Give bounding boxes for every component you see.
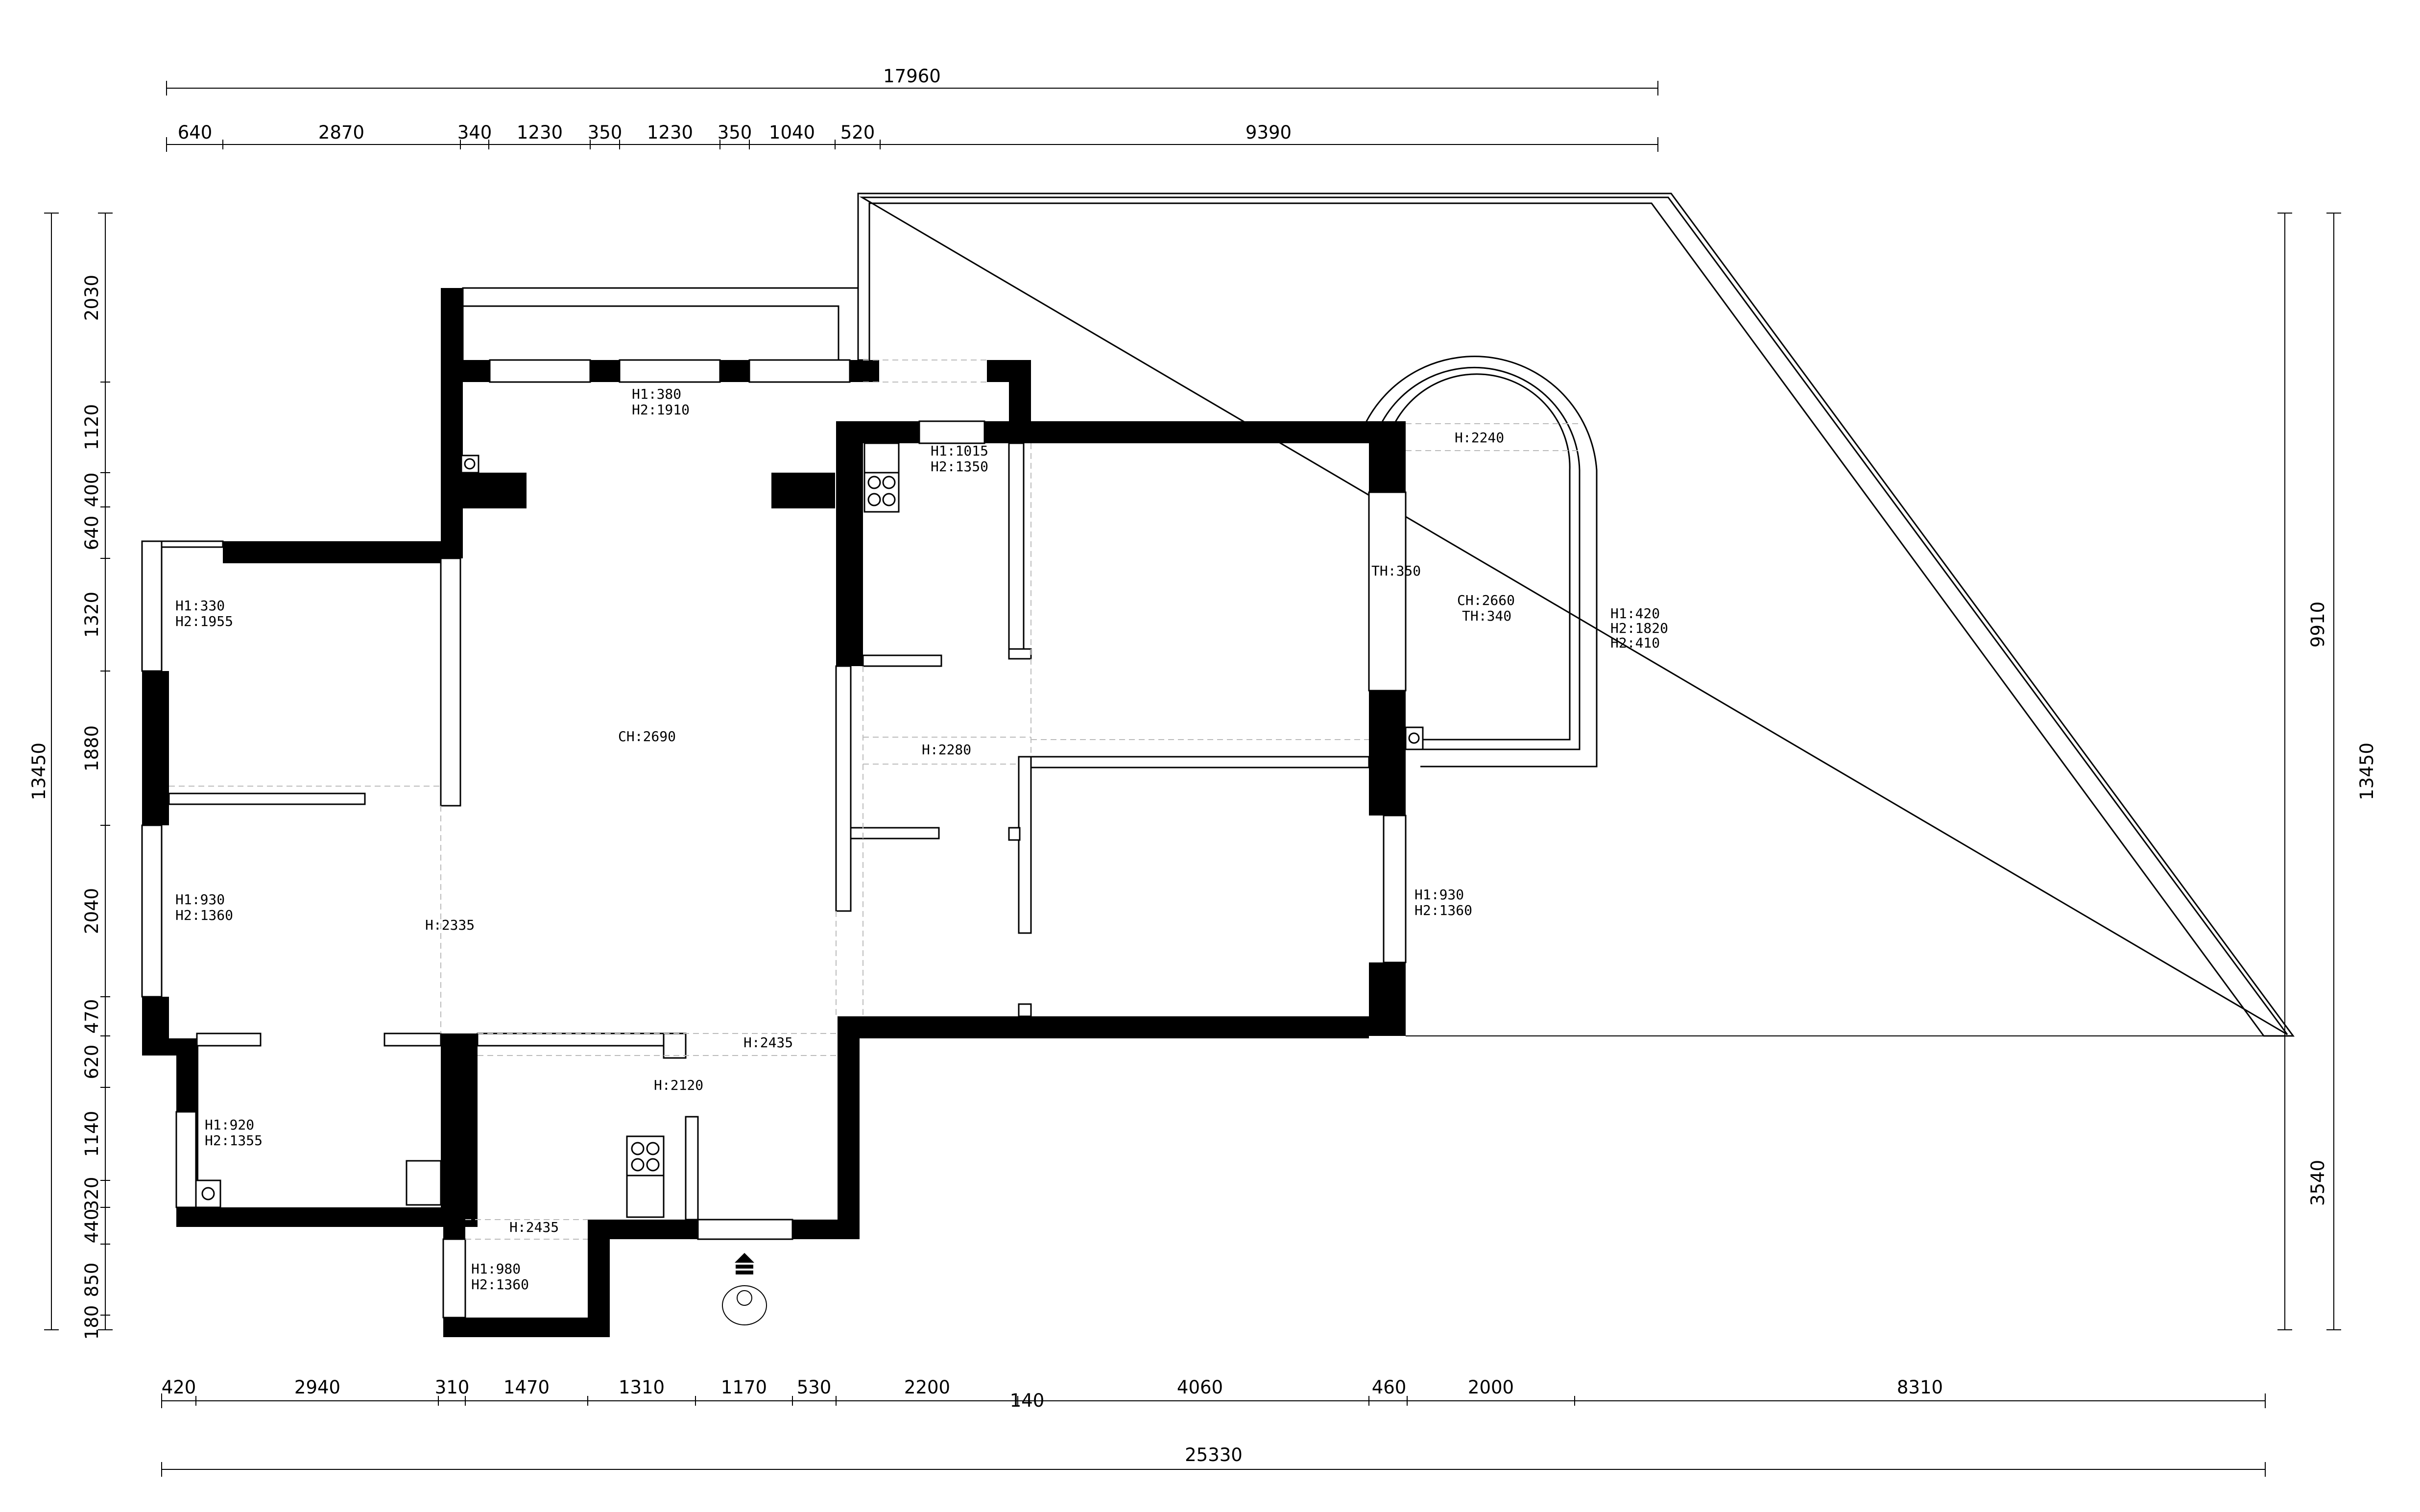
right-dim-2: 3540	[2307, 1160, 2328, 1206]
balcony-h3: H2:410	[1610, 635, 1660, 651]
left-dim-10: 1140	[81, 1111, 102, 1157]
bottom-dim-2: 2940	[294, 1377, 340, 1398]
bottom-dim-11: 2000	[1468, 1377, 1514, 1398]
bottom-dim-4: 1470	[503, 1377, 550, 1398]
bottom-dim-5: 1310	[619, 1377, 665, 1398]
walls	[142, 288, 1406, 1337]
west-window-upper-h2: H2:1955	[175, 613, 233, 629]
right-overall-dim: 13450	[2356, 743, 2377, 800]
top-dim-7: 350	[718, 122, 752, 143]
bottom-overall-dim: 25330	[1185, 1444, 1243, 1465]
bottom-dim-extra: 140	[1010, 1390, 1045, 1411]
bottom-dim-3: 310	[435, 1377, 470, 1398]
bottom-dim-12: 8310	[1897, 1377, 1943, 1398]
left-dim-2: 1120	[81, 404, 102, 450]
kitchen-window-h2: H2:1350	[931, 458, 988, 475]
bottom-window-h1: H1:980	[471, 1261, 521, 1277]
top-dim-8: 1040	[769, 122, 815, 143]
bay-th: TH:340	[1462, 608, 1511, 624]
bottom-window-h2: H2:1360	[471, 1276, 529, 1293]
top-dim-6: 1230	[647, 122, 693, 143]
left-dim-11: 320	[81, 1177, 102, 1212]
left-dim-3: 400	[81, 473, 102, 507]
top-dim-2: 2870	[318, 122, 364, 143]
east-window-lower-h1: H1:930	[1414, 887, 1464, 903]
th-350-label: TH:350	[1371, 563, 1421, 579]
bottom-dim-9: 4060	[1177, 1377, 1223, 1398]
top-dim-10: 9390	[1246, 122, 1292, 143]
top-dim-9: 520	[840, 122, 875, 143]
ch-2690-label: CH:2690	[618, 728, 676, 744]
left-dim-9: 620	[81, 1045, 102, 1080]
west-window-lower-h2: H2:1360	[175, 907, 233, 923]
west-window-upper-h1: H1:330	[175, 598, 225, 614]
left-dim-7: 2040	[81, 888, 102, 934]
bottom-dim-1: 420	[162, 1377, 196, 1398]
left-dim-14: 180	[81, 1305, 102, 1340]
dimension-texts: 17960 640 2870 340 1230 350 1230 350 104…	[28, 66, 2377, 1465]
partitions	[141, 359, 1424, 1319]
top-overall-dim: 17960	[883, 66, 941, 87]
h-2335-label: H:2335	[425, 917, 475, 933]
room-separators	[169, 360, 1369, 1240]
h-2120-label: H:2120	[654, 1077, 703, 1093]
bottom-dim-6: 1170	[721, 1377, 767, 1398]
left-dim-4: 640	[81, 516, 102, 551]
sw-window-h1: H1:920	[205, 1117, 254, 1133]
left-dim-8: 470	[81, 999, 102, 1034]
top-dim-4: 1230	[517, 122, 563, 143]
bottom-dim-10: 460	[1372, 1377, 1407, 1398]
west-window-lower-h1: H1:930	[175, 891, 225, 908]
top-dim-1: 640	[178, 122, 213, 143]
h-2280-label: H:2280	[922, 742, 971, 758]
bay-window-outline	[1363, 356, 1598, 768]
top-window-h1: H1:380	[632, 386, 681, 402]
left-dim-1: 2030	[81, 275, 102, 321]
room-labels: H1:380 H2:1910 H1:1015 H2:1350 H1:330 H2…	[175, 386, 1668, 1293]
left-dim-13: 850	[81, 1263, 102, 1297]
left-overall-dim: 13450	[28, 743, 49, 800]
h-2240-label: H:2240	[1455, 430, 1504, 446]
right-dim-1: 9910	[2307, 601, 2328, 648]
top-dim-5: 350	[588, 122, 623, 143]
left-dim-12: 440	[81, 1209, 102, 1244]
top-dim-3: 340	[457, 122, 492, 143]
sw-window-h2: H2:1355	[205, 1132, 263, 1149]
dimension-lines	[44, 81, 2341, 1477]
left-dim-5: 1320	[81, 592, 102, 638]
left-dim-6: 1880	[81, 725, 102, 771]
h-2435-label-a: H:2435	[743, 1034, 793, 1051]
top-window-h2: H2:1910	[632, 402, 690, 418]
h-2435-label-b: H:2435	[509, 1219, 559, 1235]
kitchen-window-h1: H1:1015	[931, 443, 988, 459]
balcony-h1: H1:420	[1610, 605, 1660, 622]
bottom-dim-8: 2200	[904, 1377, 950, 1398]
balcony-h2: H2:1820	[1610, 620, 1668, 636]
entry-marker	[722, 1253, 767, 1325]
east-window-lower-h2: H2:1360	[1414, 902, 1472, 918]
bottom-dim-7: 530	[797, 1377, 832, 1398]
bay-ch: CH:2660	[1457, 592, 1515, 608]
